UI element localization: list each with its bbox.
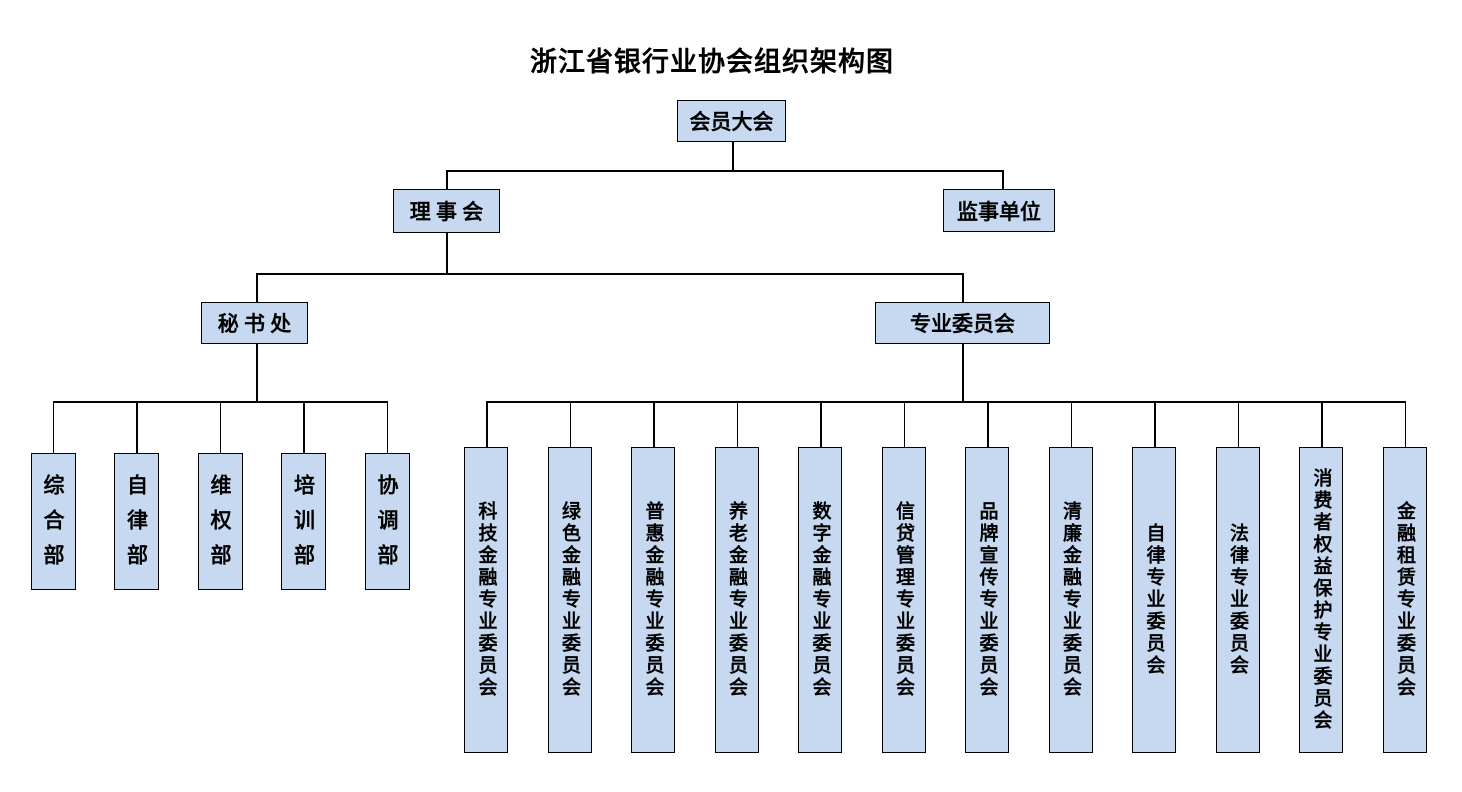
connector-line — [486, 401, 488, 447]
professional-committees-label: 专业委员会 — [910, 312, 1015, 336]
committee-label: 数字金融专业委员会 — [809, 501, 831, 699]
connector-line — [256, 273, 258, 303]
connector-line — [219, 401, 221, 453]
committee-label: 法律专业委员会 — [1227, 523, 1248, 677]
connector-line — [446, 233, 448, 273]
committee-box: 品牌宣传专业委员会 — [965, 447, 1009, 753]
supervisory-unit-label: 监事单位 — [957, 199, 1041, 224]
connector-line — [1154, 401, 1156, 447]
connector-line — [1404, 401, 1406, 447]
committee-box: 养老金融专业委员会 — [714, 447, 759, 753]
professional-committees-box: 专业委员会 — [875, 302, 1050, 344]
connector-line — [569, 401, 571, 447]
committee-label: 绿色金融专业委员会 — [559, 501, 580, 699]
connector-line — [1237, 401, 1239, 447]
secretariat-box: 秘 书 处 — [201, 302, 308, 344]
connector-line — [1321, 401, 1323, 447]
connector-line — [1070, 401, 1072, 447]
connector-line — [653, 401, 655, 447]
department-box: 协调部 — [364, 453, 410, 590]
connector-line — [736, 401, 738, 447]
connector-line — [446, 170, 1003, 172]
department-box: 自律部 — [114, 453, 159, 590]
committee-box: 清廉金融专业委员会 — [1048, 447, 1093, 753]
committee-box: 消费者权益保护专业委员会 — [1299, 447, 1343, 753]
department-box: 维权部 — [197, 453, 243, 590]
department-label: 培训部 — [291, 474, 316, 579]
committee-label: 自律专业委员会 — [1143, 523, 1165, 677]
council-label: 理 事 会 — [409, 200, 484, 224]
council-box: 理 事 会 — [393, 189, 500, 233]
members-assembly-label: 会员大会 — [689, 110, 774, 134]
connector-line — [386, 401, 388, 453]
connector-line — [256, 273, 963, 275]
committee-label: 清廉金融专业委员会 — [1060, 501, 1081, 699]
committee-label: 信贷管理专业委员会 — [893, 501, 914, 699]
department-label: 协调部 — [375, 474, 399, 579]
connector-line — [1002, 170, 1004, 190]
connector-line — [820, 401, 822, 447]
committee-label: 消费者权益保护专业委员会 — [1310, 468, 1332, 732]
committee-label: 科技金融专业委员会 — [475, 501, 497, 699]
connector-line — [303, 401, 305, 453]
members-assembly-box: 会员大会 — [677, 100, 786, 142]
department-box: 培训部 — [281, 453, 326, 590]
committee-box: 金融租赁专业委员会 — [1382, 447, 1427, 753]
committee-box: 自律专业委员会 — [1132, 447, 1176, 753]
committee-label: 金融租赁专业委员会 — [1394, 501, 1415, 699]
supervisory-unit-box: 监事单位 — [943, 189, 1055, 232]
connector-line — [962, 273, 964, 303]
connector-line — [136, 401, 138, 453]
department-box: 综合部 — [30, 453, 76, 590]
department-label: 综合部 — [41, 474, 65, 579]
secretariat-label: 秘 书 处 — [217, 312, 292, 336]
connector-line — [256, 344, 258, 401]
connector-line — [486, 401, 1405, 403]
connector-line — [52, 401, 54, 453]
connector-line — [987, 401, 989, 447]
committee-label: 品牌宣传专业委员会 — [976, 501, 998, 699]
page-title: 浙江省银行业协会组织架构图 — [530, 47, 894, 77]
department-label: 维权部 — [208, 474, 232, 579]
committee-label: 养老金融专业委员会 — [726, 501, 747, 699]
committee-label: 普惠金融专业委员会 — [642, 501, 664, 699]
committee-box: 普惠金融专业委员会 — [631, 447, 675, 753]
committee-box: 科技金融专业委员会 — [464, 447, 508, 753]
connector-line — [446, 170, 448, 190]
committee-box: 绿色金融专业委员会 — [547, 447, 592, 753]
committee-box: 信贷管理专业委员会 — [881, 447, 926, 753]
connector-line — [962, 344, 964, 401]
committee-box: 数字金融专业委员会 — [798, 447, 842, 753]
connector-line — [903, 401, 905, 447]
department-label: 自律部 — [124, 474, 149, 579]
committee-box: 法律专业委员会 — [1215, 447, 1260, 753]
connector-line — [732, 142, 734, 170]
